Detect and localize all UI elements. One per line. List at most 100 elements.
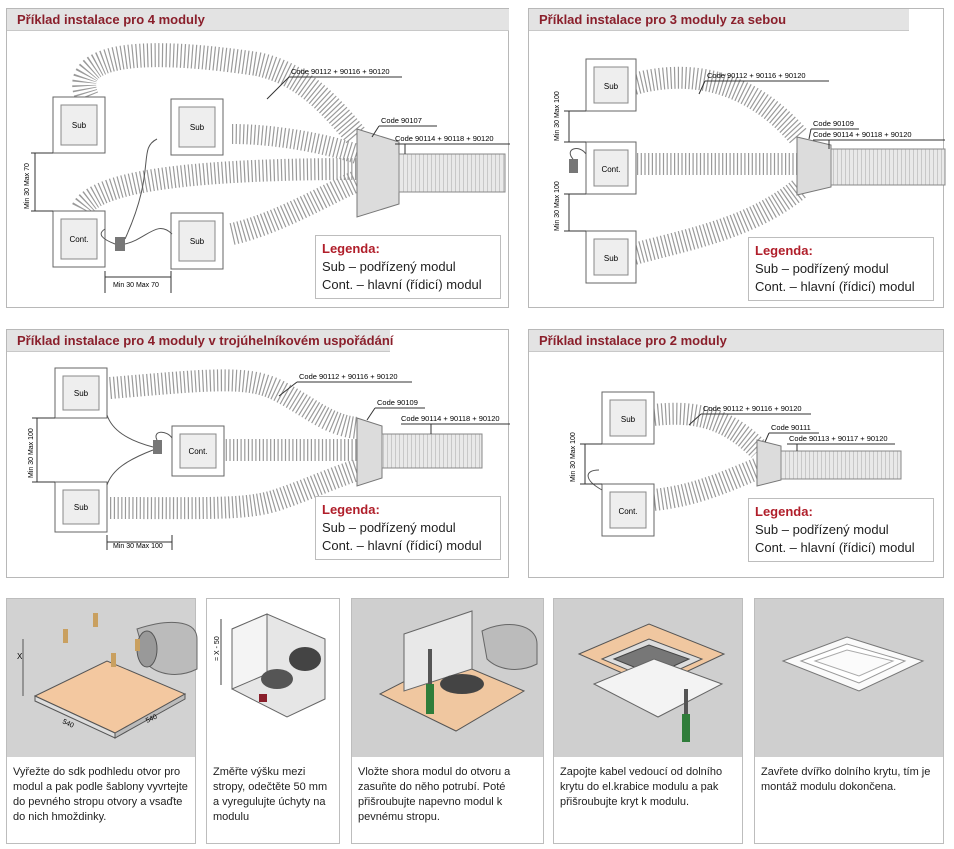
duct	[72, 43, 367, 145]
dim-label: Min 30 Max 100	[554, 181, 561, 231]
legend-cont: Cont. – hlavní (řídicí) modul	[755, 540, 915, 555]
module-sub	[585, 230, 637, 284]
code-label: Code 90112 + 90116 + 90120	[299, 372, 398, 381]
legend-sub: Sub – podřízený modul	[755, 522, 889, 537]
module-cont	[585, 141, 637, 195]
panel-3-modules: Příklad instalace pro 3 moduly za sebou …	[528, 8, 946, 308]
module-cont	[171, 425, 225, 477]
panel-title: Příklad instalace pro 4 moduly v trojúhe…	[7, 330, 393, 352]
legend-title: Legenda:	[322, 502, 380, 517]
module-sub	[601, 391, 655, 445]
legend: Legenda: Sub – podřízený modul Cont. – h…	[315, 235, 501, 299]
code-label: Code 90112 + 90116 + 90120	[707, 71, 806, 80]
step-caption: Změřte výšku mezi stropy, odečtěte 50 mm…	[213, 766, 328, 823]
dim-label: Min 30 Max 100	[570, 432, 577, 482]
module-sub	[585, 58, 637, 112]
legend-sub: Sub – podřízený modul	[755, 261, 889, 276]
panel-title: Příklad instalace pro 3 moduly za sebou	[529, 9, 909, 31]
main-duct	[381, 433, 483, 469]
module-label: Sub	[74, 503, 89, 512]
duct	[652, 457, 764, 511]
module-label: Cont.	[69, 235, 88, 244]
module-cont	[52, 210, 106, 268]
module-cont	[601, 483, 655, 537]
legend-title: Legenda:	[755, 504, 813, 519]
code-label: Code 90113 + 90117 + 90120	[789, 434, 888, 443]
dim-label: X	[17, 652, 23, 661]
module-label: Sub	[190, 237, 205, 246]
code-label: Code 90112 + 90116 + 90120	[703, 404, 802, 413]
diagram-4-modules-triangle: Sub Cont. Sub Min 30 Max 100 Min 30 Max …	[28, 367, 510, 550]
legend-cont: Cont. – hlavní (řídicí) modul	[755, 279, 915, 294]
diagram-3-modules: Sub Cont. Sub Min 30 Max 100 Min 30 Max …	[554, 58, 946, 284]
module-sub	[170, 98, 224, 156]
main-duct	[398, 153, 506, 193]
module-sub	[170, 212, 224, 270]
dim-label: 540	[145, 713, 159, 724]
finished-cover-illustration	[781, 636, 925, 692]
code-label: Code 90109	[377, 398, 418, 407]
duct	[652, 402, 767, 458]
plenum-box	[356, 128, 400, 218]
panel-title: Příklad instalace pro 4 moduly	[7, 9, 509, 31]
step-3: Vložte shora modul do otvoru a zasuňte d…	[351, 598, 544, 844]
legend: Legenda: Sub – podřízený modul Cont. – h…	[315, 496, 501, 560]
plenum-box	[796, 136, 832, 196]
main-duct	[780, 450, 902, 480]
dim-label: 540	[61, 718, 75, 729]
module-label: Sub	[604, 82, 619, 91]
legend: Legenda: Sub – podřízený modul Cont. – h…	[748, 498, 934, 562]
cover-attach-illustration	[577, 623, 726, 742]
legend-title: Legenda:	[322, 241, 380, 256]
step-illustration	[554, 599, 742, 757]
code-label: Code 90114 + 90118 + 90120	[395, 134, 494, 143]
module-label: Sub	[74, 389, 89, 398]
module-label: Sub	[190, 123, 205, 132]
dim-label: Min 30 Max 70	[113, 282, 159, 289]
dim-label: Min 30 Max 100	[28, 428, 35, 478]
panel-4-modules: Příklad instalace pro 4 moduly Sub Sub C…	[6, 8, 510, 308]
module-insert-illustration	[378, 610, 538, 732]
step-5: Zavřete dvířko dolního krytu, tím je mon…	[754, 598, 944, 844]
step-caption: Zavřete dvířko dolního krytu, tím je mon…	[761, 766, 931, 793]
duct	[631, 66, 808, 145]
legend-cont: Cont. – hlavní (řídicí) modul	[322, 538, 482, 553]
control-box	[569, 159, 578, 173]
dim-label: Min 30 Max 100	[554, 91, 561, 141]
module-sub	[54, 481, 108, 533]
code-label: Code 90111	[771, 423, 811, 432]
duct	[109, 369, 359, 439]
control-box	[115, 237, 125, 251]
module-height-illustration: = X - 50	[214, 613, 326, 718]
diagram-2-modules: Sub Cont. Min 30 Max 100 Code 90112 + 90…	[570, 391, 902, 537]
step-caption: Vložte shora modul do otvoru a zasuňte d…	[358, 766, 511, 823]
step-illustration	[755, 599, 943, 757]
duct	[631, 180, 806, 265]
module-label: Cont.	[618, 507, 637, 516]
plenum-box	[756, 439, 782, 487]
step-4: Zapojte kabel vedoucí od dolního krytu d…	[553, 598, 743, 844]
step-illustration: X 540 540	[7, 599, 198, 757]
legend-sub: Sub – podřízený modul	[322, 259, 456, 274]
dim-label: = X - 50	[214, 636, 221, 661]
step-caption: Vyřežte do sdk podhledu otvor pro modul …	[13, 766, 188, 823]
control-box	[153, 440, 162, 454]
module-label: Cont.	[188, 447, 207, 456]
duct	[229, 170, 362, 245]
code-label: Code 90109	[813, 119, 854, 128]
duct	[231, 124, 361, 164]
step-2: = X - 50 Změřte výšku mezi stropy, odečt…	[206, 598, 340, 844]
legend-title: Legenda:	[755, 243, 813, 258]
dim-label: Min 30 Max 70	[24, 163, 31, 209]
code-label: Code 90107	[381, 116, 422, 125]
diagram-4-modules: Sub Sub Cont. Cont. Sub Min 30 Max 70 Mi…	[24, 43, 510, 293]
module-sub	[54, 367, 108, 419]
panel-2-modules: Příklad instalace pro 2 moduly Sub Cont.…	[528, 329, 944, 578]
code-label: Code 90112 + 90116 + 90120	[291, 67, 390, 76]
ceiling-cut-illustration: X 540 540	[17, 613, 198, 739]
legend-cont: Cont. – hlavní (řídicí) modul	[322, 277, 482, 292]
module-label: Cont.	[601, 165, 620, 174]
step-1: X 540 540 Vyřežte do sdk podhledu otvor …	[6, 598, 198, 844]
module-label: Sub	[621, 415, 636, 424]
code-label: Code 90114 + 90118 + 90120	[401, 414, 500, 423]
